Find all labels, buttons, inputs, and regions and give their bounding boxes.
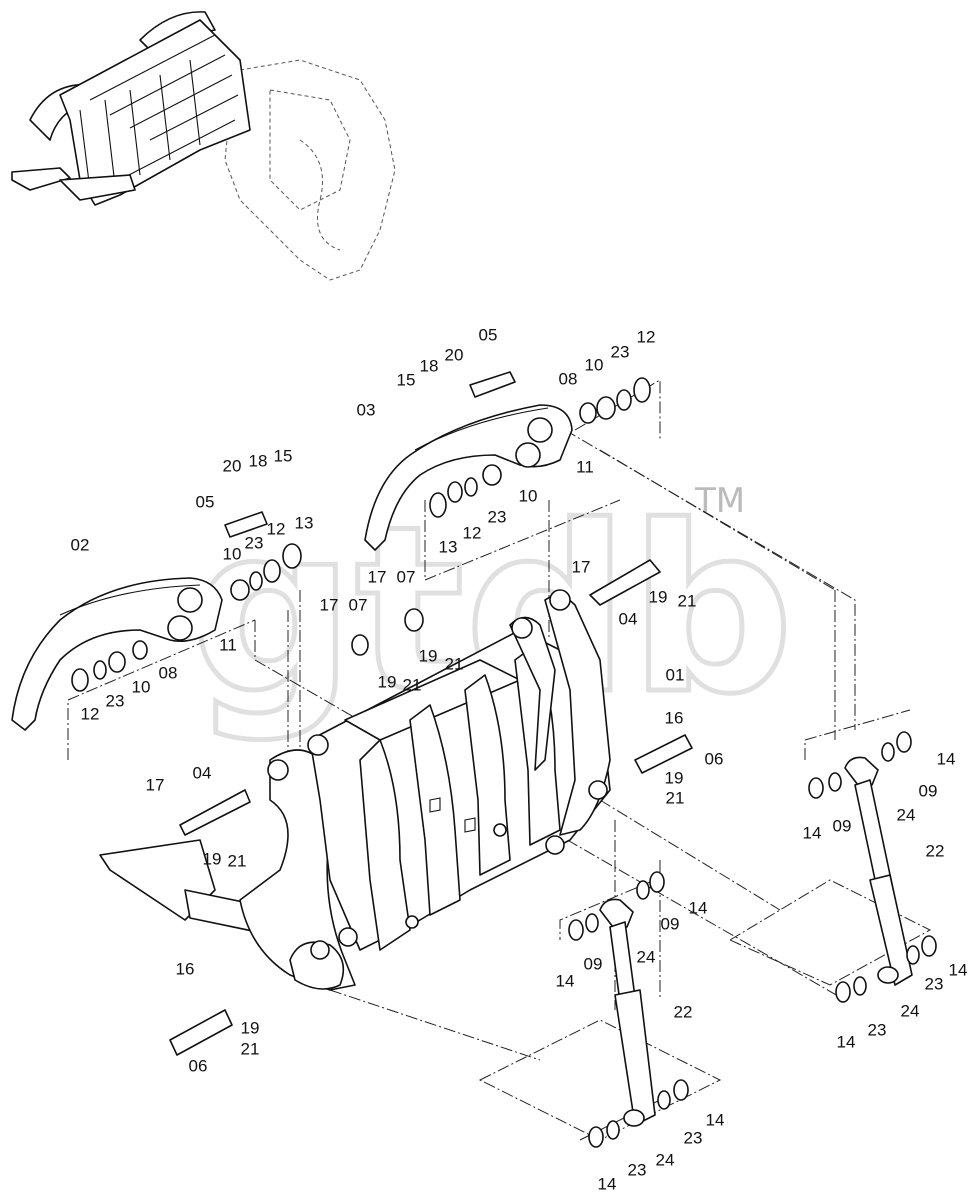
callout-c14a: 14 [937, 749, 956, 768]
callout-c14f: 14 [837, 1032, 856, 1051]
callout-c17d: 17 [146, 775, 165, 794]
grapple-frame [99, 589, 611, 991]
callout-c19d: 19 [665, 768, 684, 787]
callout-c14d: 14 [949, 960, 968, 979]
callout-c24b: 24 [637, 947, 656, 966]
callout-c04b: 04 [193, 763, 212, 782]
callout-c24d: 24 [656, 1150, 675, 1169]
callout-c13b: 13 [295, 513, 314, 532]
grapple-arm-right [364, 404, 573, 551]
callout-c12d: 12 [81, 704, 100, 723]
callout-c24a: 24 [897, 805, 916, 824]
callout-c14c: 14 [689, 898, 708, 917]
pins [169, 371, 693, 1056]
callout-c17a: 17 [572, 557, 591, 576]
callout-c01: 01 [666, 665, 685, 684]
callout-c22b: 22 [674, 1002, 693, 1021]
callout-c16a: 16 [665, 708, 684, 727]
callout-c08a: 08 [559, 369, 578, 388]
callout-c20a: 20 [445, 345, 464, 364]
callout-c24c: 24 [901, 1001, 920, 1020]
callout-c09a: 09 [919, 781, 938, 800]
callout-c23d: 23 [106, 691, 125, 710]
callout-c14b: 14 [803, 823, 822, 842]
callout-c21f: 21 [241, 1039, 260, 1058]
callout-c23e: 23 [925, 974, 944, 993]
callout-c11b: 11 [219, 635, 237, 654]
callout-c09b: 09 [833, 816, 852, 835]
callout-c05a: 05 [479, 325, 498, 344]
hydraulic-cylinder-left [568, 871, 689, 1148]
callout-c18b: 18 [249, 451, 268, 470]
callout-c13a: 13 [439, 537, 458, 556]
callout-c22a: 22 [926, 841, 945, 860]
callout-c12b: 12 [463, 523, 482, 542]
callout-c23h: 23 [628, 1160, 647, 1179]
callout-c09d: 09 [584, 954, 603, 973]
callout-c21e: 21 [228, 851, 247, 870]
callout-c10c: 10 [223, 544, 242, 563]
callout-c09c: 09 [661, 914, 680, 933]
callout-c15a: 15 [397, 370, 416, 389]
callout-c04a: 04 [619, 609, 638, 628]
callout-c11a: 11 [576, 457, 594, 476]
callout-c05b: 05 [196, 492, 215, 511]
assembly-guide-lines [67, 379, 932, 1141]
callout-c23c: 23 [245, 533, 264, 552]
callout-c19e: 19 [203, 849, 222, 868]
watermark-trademark: TM [694, 481, 745, 521]
callout-c12a: 12 [637, 327, 656, 346]
callout-c19f: 19 [241, 1018, 260, 1037]
callout-c14e: 14 [556, 971, 575, 990]
callout-c23a: 23 [611, 342, 630, 361]
grapple-arm-left [11, 577, 223, 731]
callout-c12c: 12 [267, 519, 286, 538]
callout-c10d: 10 [132, 677, 151, 696]
callout-c08b: 08 [159, 663, 178, 682]
callout-c23g: 23 [684, 1128, 703, 1147]
callout-c10a: 10 [585, 355, 604, 374]
overview-thumbnail [11, 11, 396, 281]
callout-c19b: 19 [419, 646, 438, 665]
callout-c14g: 14 [706, 1110, 725, 1129]
callout-c18a: 18 [420, 356, 439, 375]
callout-c07b: 07 [349, 595, 368, 614]
callout-c06a: 06 [705, 749, 724, 768]
callout-labels: 01 02 03 04 04 05 05 06 06 07 07 08 08 09 09 09 09 10 10 10… [71, 325, 968, 1193]
bushings-and-washers [71, 377, 651, 692]
callout-c23f: 23 [868, 1020, 887, 1039]
callout-c02: 02 [71, 535, 90, 554]
callout-c20b: 20 [223, 456, 242, 475]
callout-c21a: 21 [678, 591, 697, 610]
callout-c19a: 19 [649, 587, 668, 606]
callout-c10b: 10 [519, 486, 538, 505]
callout-c14h: 14 [598, 1174, 617, 1193]
callout-c07a: 07 [397, 567, 416, 586]
callout-c03: 03 [357, 400, 376, 419]
callout-c16b: 16 [176, 959, 195, 978]
callout-c06b: 06 [189, 1056, 208, 1075]
callout-c21d: 21 [666, 788, 685, 807]
callout-c23b: 23 [488, 507, 507, 526]
callout-c21b: 21 [445, 654, 464, 673]
callout-c15b: 15 [274, 446, 293, 465]
callout-c17b: 17 [368, 567, 387, 586]
callout-c17c: 17 [320, 595, 339, 614]
callout-c21c: 21 [403, 675, 422, 694]
hydraulic-cylinder-right [808, 731, 937, 1003]
callout-c19c: 19 [378, 672, 397, 691]
